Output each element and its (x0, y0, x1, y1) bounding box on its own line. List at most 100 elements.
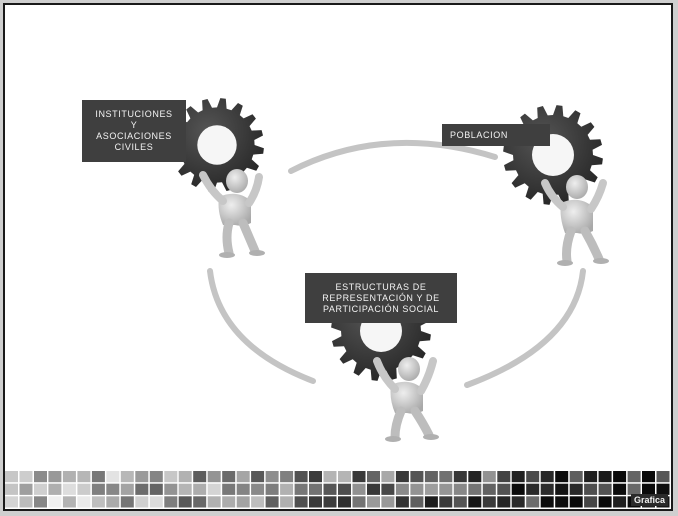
mosaic-tile (120, 496, 134, 508)
mosaic-tile (120, 471, 134, 483)
mosaic-tile (439, 483, 453, 495)
mosaic-tile (164, 471, 178, 483)
mosaic-tile (149, 471, 163, 483)
mosaic-tile (193, 496, 207, 508)
arrow-arc-left (207, 268, 316, 384)
node-label-line: INSTITUCIONES (95, 109, 173, 119)
mosaic-tile (482, 496, 496, 508)
mosaic-tile (280, 471, 294, 483)
mosaic-tile (526, 483, 540, 495)
mosaic-tile (569, 483, 583, 495)
mosaic-tile (19, 471, 33, 483)
mosaic-tile (62, 483, 76, 495)
mosaic-tile (613, 483, 627, 495)
mosaic-tile (48, 483, 62, 495)
mosaic-tile (482, 483, 496, 495)
mosaic-tile (656, 483, 670, 495)
mosaic-tile (468, 483, 482, 495)
mosaic-tile (642, 471, 655, 483)
mosaic-tile (193, 483, 207, 495)
mosaic-tile (584, 496, 598, 508)
mosaic-tile (106, 471, 120, 483)
person-figure (541, 175, 609, 266)
mosaic-tile (323, 483, 337, 495)
mosaic-tile (251, 471, 265, 483)
mosaic-tile (584, 483, 598, 495)
mosaic-tile (453, 471, 467, 483)
mosaic-tile (352, 483, 366, 495)
mosaic-tile (48, 471, 62, 483)
mosaic-tile (381, 496, 395, 508)
mosaic-tile (236, 483, 250, 495)
node-label-line: CIVILES (114, 142, 154, 152)
mosaic-tile (294, 471, 308, 483)
mosaic-tile (468, 471, 482, 483)
mosaic-tile (598, 471, 612, 483)
mosaic-tile (207, 483, 221, 495)
mosaic-tile (251, 496, 265, 508)
mosaic-tile (424, 496, 438, 508)
mosaic-tile (381, 471, 395, 483)
mosaic-tile (77, 483, 91, 495)
mosaic-tile (613, 471, 627, 483)
gear-hole (197, 125, 237, 165)
mosaic-tile (338, 496, 351, 508)
node-label-line: ASOCIACIONES (96, 131, 172, 141)
mosaic-tile (526, 471, 540, 483)
node-label-line: REPRESENTACIÓN Y DE (322, 292, 440, 303)
mosaic-tile (265, 471, 279, 483)
person-figure (199, 169, 265, 258)
mosaic-tile (251, 483, 265, 495)
mosaic-tile (149, 483, 163, 495)
arrow-arc-right (464, 268, 586, 388)
mosaic-tile (164, 496, 178, 508)
mosaic-tile (48, 496, 62, 508)
mosaic-tile (222, 496, 236, 508)
mosaic-tile (453, 483, 467, 495)
mosaic-tile (497, 483, 511, 495)
mosaic-tile (135, 471, 149, 483)
node-label-poblacion: POBLACION (442, 124, 550, 146)
mosaic-tile (410, 483, 424, 495)
mosaic-tile (367, 496, 380, 508)
person-figure (373, 357, 439, 442)
watermark-logo: Grafica (630, 494, 668, 506)
mosaic-tile (265, 496, 279, 508)
mosaic-tile (497, 471, 511, 483)
mosaic-tile (395, 483, 409, 495)
mosaic-tile (19, 496, 33, 508)
mosaic-tile (613, 496, 627, 508)
mosaic-tile (309, 496, 322, 508)
mosaic-tile (207, 471, 221, 483)
mosaic-tile (106, 496, 120, 508)
mosaic-tile (540, 471, 554, 483)
node-label-line: ESTRUCTURAS DE (335, 281, 427, 292)
mosaic-tile (164, 483, 178, 495)
mosaic-tile (120, 483, 134, 495)
mosaic-tile (309, 471, 322, 483)
mosaic-tile (410, 496, 424, 508)
mosaic-tile (511, 471, 525, 483)
mosaic-tile (424, 471, 438, 483)
mosaic-tile (352, 496, 366, 508)
mosaic-tile (323, 496, 337, 508)
mosaic-tile (91, 496, 105, 508)
node-label-instituciones: INSTITUCIONES Y ASOCIACIONES CIVILES (82, 100, 186, 162)
mosaic-tile (280, 496, 294, 508)
mosaic-tile (19, 483, 33, 495)
mosaic-tile (149, 496, 163, 508)
mosaic-tile (367, 471, 380, 483)
mosaic-tile (367, 483, 380, 495)
mosaic-tile (62, 471, 76, 483)
node-label-estructuras: ESTRUCTURAS DE REPRESENTACIÓN Y DE PARTI… (305, 273, 457, 323)
mosaic-tile (193, 471, 207, 483)
mosaic-tile (526, 496, 540, 508)
mosaic-tile (91, 471, 105, 483)
mosaic-tile (294, 496, 308, 508)
mosaic-tile (482, 471, 496, 483)
mosaic-tile (178, 471, 192, 483)
mosaic-tile (598, 483, 612, 495)
mosaic-tile (424, 483, 438, 495)
mosaic-tile (178, 496, 192, 508)
mosaic-tile (497, 496, 511, 508)
